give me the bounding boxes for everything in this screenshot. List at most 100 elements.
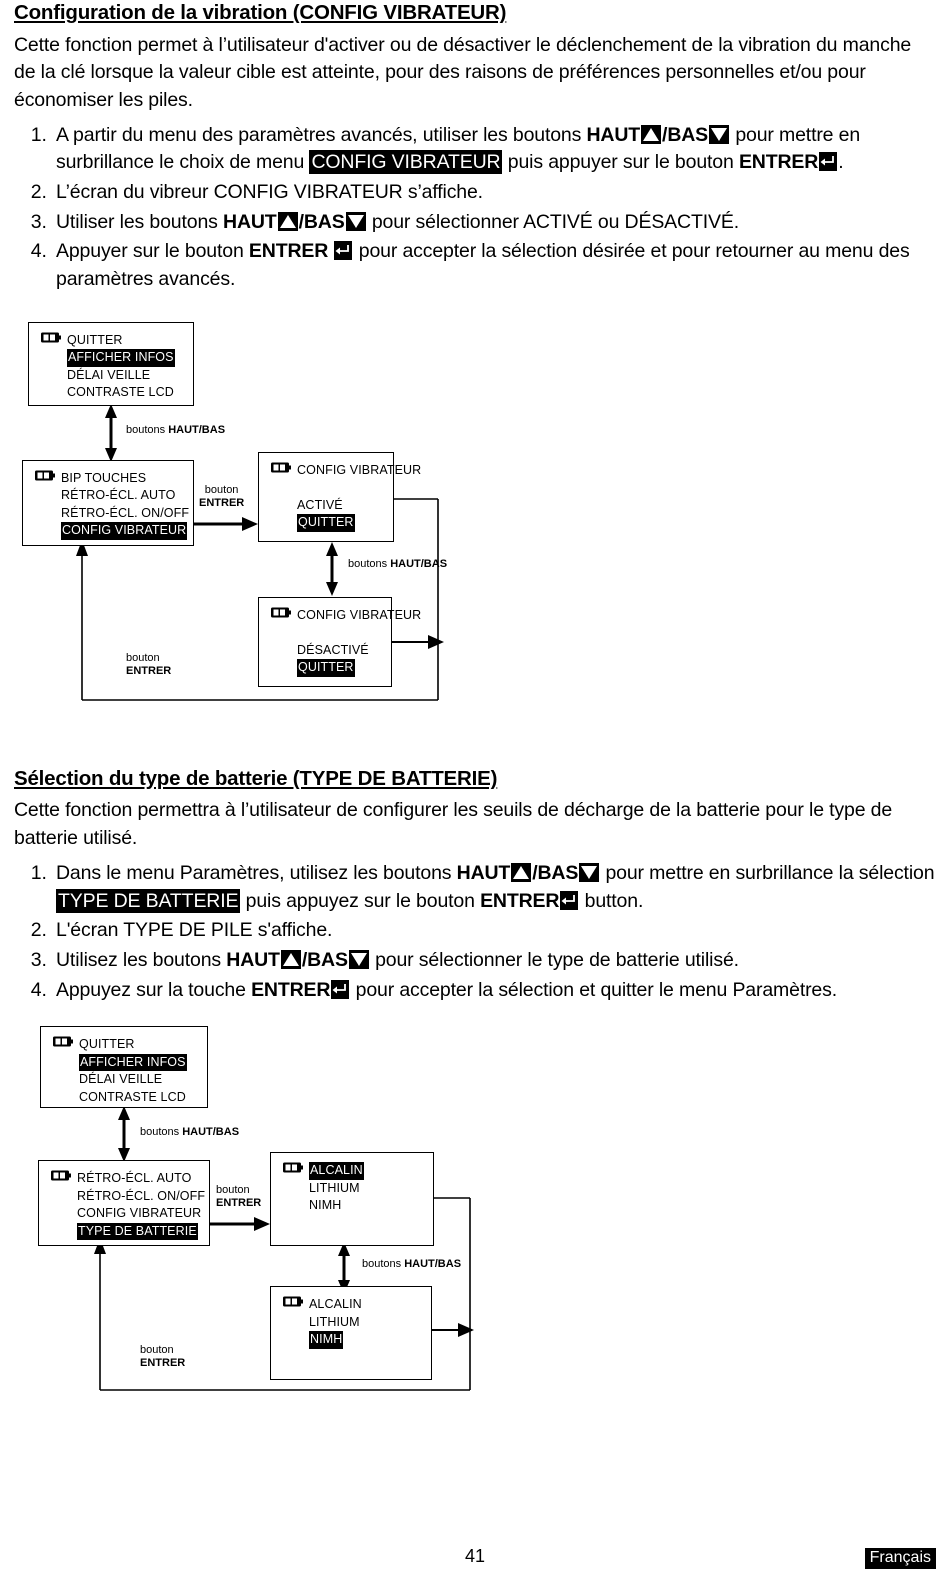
step-text-part: A partir du menu des paramètres avancés,… <box>56 123 587 146</box>
lcd-row-text: CONTRASTE LCD <box>79 1089 186 1104</box>
section-intro-battery: Cette fonction permettra à l’utilisateur… <box>14 799 893 850</box>
label-boutons-haut-bas: boutons HAUT/BAS <box>126 424 225 437</box>
lcd-row-text: ALCALIN <box>309 1297 362 1312</box>
label-key: HAUT/BAS <box>182 1126 240 1139</box>
lcd-screen-vibration-off: CONFIG VIBRATEUR DÉSACTIVÉ QUITTER <box>258 596 421 687</box>
lcd-row-text: LITHIUM <box>309 1180 360 1195</box>
step-text-part: puis appuyez sur le bouton <box>240 889 481 912</box>
battery-icon <box>53 1036 73 1047</box>
label-prefix: boutons <box>348 557 391 570</box>
haut-label: HAUT <box>586 123 641 146</box>
triangle-down-key-icon <box>345 211 367 231</box>
step-text-part: puis appuyer sur le bouton <box>502 151 739 174</box>
label-prefix: bouton <box>126 651 160 664</box>
lcd-screen-battery-types-nimh: ALCALIN LITHIUM NIMH <box>270 1286 432 1381</box>
lcd-row-text: NIMH <box>309 1198 342 1213</box>
lcd-row: CONFIG VIBRATEUR <box>271 607 421 625</box>
lcd-row: LITHIUM <box>283 1180 364 1198</box>
label-prefix: boutons <box>362 1258 405 1271</box>
lcd-row-text: RÉTRO-ÉCL. ON/OFF <box>77 1188 206 1203</box>
lcd-screen-vibration-on: CONFIG VIBRATEUR ACTIVÉ QUITTER <box>258 451 421 542</box>
lcd-screen-battery-types-alcalin: ALCALIN LITHIUM NIMH <box>270 1152 434 1247</box>
lcd-rows: QUITTER AFFICHER INFOS DÉLAI VEILLE CONT… <box>41 332 175 402</box>
lcd-row: DÉLAI VEILLE <box>53 1071 187 1089</box>
haut-label: HAUT <box>223 210 277 233</box>
entrer-label: ENTRER <box>480 889 560 912</box>
lcd-row: NIMH <box>283 1331 362 1349</box>
page-number: 41 <box>464 1546 486 1566</box>
label-prefix: bouton <box>204 483 239 496</box>
lcd-row-text: CONFIG VIBRATEUR <box>77 1206 202 1221</box>
battery-icon <box>283 1162 303 1173</box>
lcd-row: ALCALIN <box>283 1296 362 1314</box>
battery-icon <box>271 462 291 473</box>
step-item: L’écran du vibreur CONFIG VIBRATEUR s’af… <box>52 179 936 207</box>
lcd-row-text: TYPE DE BATTERIE <box>77 1222 198 1241</box>
lcd-row-text: RÉTRO-ÉCL. AUTO <box>77 1171 192 1186</box>
step-text-part: Appuyez sur la touche <box>56 978 252 1001</box>
menu-token: CONFIG VIBRATEUR <box>309 150 503 175</box>
lcd-row-text: LITHIUM <box>309 1314 360 1329</box>
step-text-part: Appuyer sur le bouton <box>56 240 249 263</box>
label-key: HAUT/BAS <box>404 1258 462 1271</box>
triangle-up-key-icon <box>640 124 662 144</box>
lcd-row: DÉSACTIVÉ <box>271 642 421 660</box>
lcd-row-text: DÉLAI VEILLE <box>67 367 151 382</box>
triangle-up-key-icon <box>277 211 299 231</box>
lcd-row-text: CONFIG VIBRATEUR <box>297 462 422 477</box>
lcd-row-text: QUITTER <box>297 514 355 532</box>
label-key: ENTRER <box>199 496 245 509</box>
lcd-row: CONFIG VIBRATEUR <box>35 522 189 540</box>
step-text-part: Utilisez les boutons <box>56 948 227 971</box>
step-item: A partir du menu des paramètres avancés,… <box>52 122 936 177</box>
lcd-row-text: QUITTER <box>67 332 123 347</box>
battery-icon <box>41 332 61 343</box>
lcd-row-text: ALCALIN <box>309 1162 364 1180</box>
lcd-row-text: ACTIVÉ <box>297 497 343 512</box>
menu-token: TYPE DE BATTERIE <box>56 888 241 913</box>
triangle-up-key-icon <box>280 949 302 969</box>
lcd-screen-advanced-menu: QUITTER AFFICHER INFOS DÉLAI VEILLE CONT… <box>40 1026 208 1109</box>
lcd-row: AFFICHER INFOS <box>41 349 175 367</box>
steps-list-vibration: A partir du menu des paramètres avancés,… <box>14 122 936 294</box>
enter-arrow-key-icon <box>330 979 350 999</box>
lcd-screen-advanced-menu: QUITTER AFFICHER INFOS DÉLAI VEILLE CONT… <box>28 321 194 406</box>
label-prefix: boutons <box>140 1126 183 1139</box>
entrer-label: ENTRER <box>248 240 329 263</box>
section-title-battery: Sélection du type de batterie (TYPE DE B… <box>14 766 498 790</box>
language-tag: Français <box>864 1548 936 1569</box>
lcd-row-text: CONFIG VIBRATEUR <box>297 607 422 622</box>
step-item: Appuyer sur le bouton ENTRER pour accept… <box>52 238 936 293</box>
label-boutons-haut-bas: boutons HAUT/BAS <box>362 1258 461 1271</box>
haut-label: HAUT <box>456 861 511 884</box>
lcd-row: QUITTER <box>271 514 421 532</box>
lcd-rows: CONFIG VIBRATEUR ACTIVÉ QUITTER <box>271 462 421 532</box>
lcd-row-spacer <box>271 479 421 497</box>
entrer-label: ENTRER <box>251 978 331 1001</box>
lcd-row: CONFIG VIBRATEUR <box>51 1205 205 1223</box>
lcd-row-text: AFFICHER INFOS <box>79 1053 187 1072</box>
enter-arrow-key-icon <box>333 241 353 261</box>
label-key: HAUT/BAS <box>390 557 448 570</box>
step-text-part: pour sélectionner le type de batterie ut… <box>369 948 739 971</box>
lcd-row: RÉTRO-ÉCL. AUTO <box>35 487 189 505</box>
step-item: L'écran TYPE DE PILE s'affiche. <box>52 917 936 945</box>
section-title-vibration: Configuration de la vibration (CONFIG VI… <box>14 1 507 24</box>
label-key: HAUT/BAS <box>168 423 226 436</box>
lcd-row: CONTRASTE LCD <box>41 384 175 402</box>
section-intro-vibration: Cette fonction permet à l’utilisateur d'… <box>14 33 912 111</box>
label-key: ENTRER <box>216 1197 262 1210</box>
lcd-row: AFFICHER INFOS <box>53 1053 187 1072</box>
flow-diagram-vibration: QUITTER AFFICHER INFOS DÉLAI VEILLE CONT… <box>14 312 934 712</box>
flow-diagram-connectors <box>76 403 444 701</box>
label-prefix: boutons <box>126 423 169 436</box>
step-item: Utiliser les boutons HAUT/BAS pour sélec… <box>52 209 936 237</box>
lcd-row-text: QUITTER <box>297 659 355 677</box>
step-text-part: button. <box>579 889 644 912</box>
lcd-row: ALCALIN <box>283 1162 364 1180</box>
lcd-row: CONTRASTE LCD <box>53 1089 187 1107</box>
